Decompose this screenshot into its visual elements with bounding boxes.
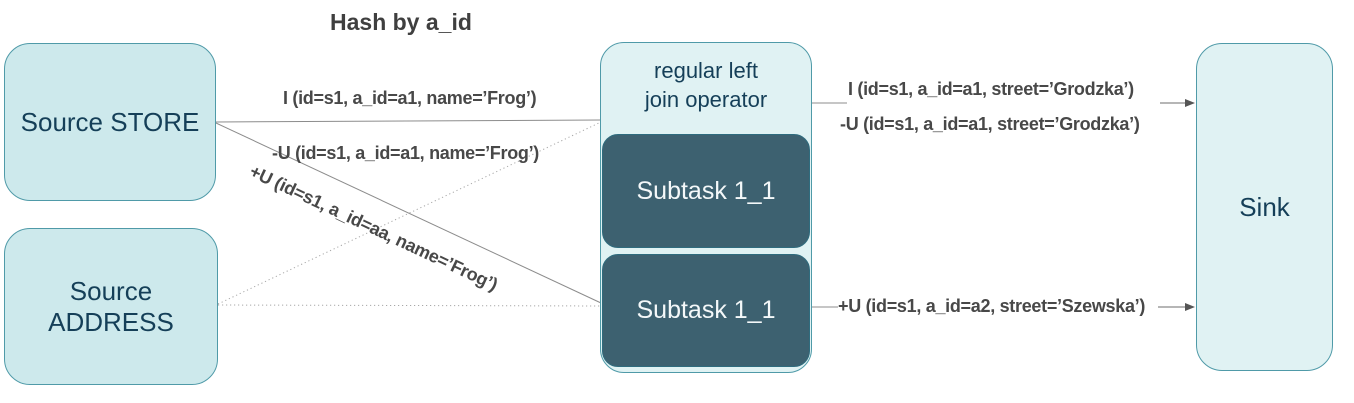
node-sink-label: Sink <box>1239 191 1290 222</box>
node-subtask-1: Subtask 1_1 <box>602 134 810 248</box>
edge-label-store-insert: I (id=s1, a_id=a1, name=’Frog’) <box>283 88 537 108</box>
node-source-store-label: Source STORE <box>20 106 200 137</box>
edge-label-output-update-after: +U (id=s1, a_id=a2, street=’Szewska’) <box>838 296 1146 317</box>
join-operator-title-line1: regular left <box>654 58 758 83</box>
diagram-title: Hash by a_id <box>330 9 472 35</box>
edge-store-to-subtask2 <box>215 122 602 304</box>
edge-address-to-subtask2 <box>217 304 602 307</box>
join-operator-title-line2: join operator <box>644 86 768 112</box>
edge-address-to-subtask1 <box>217 121 602 305</box>
edge-label-output-update-before: -U (id=s1, a_id=a1, street=’Grodzka’) <box>840 114 1140 135</box>
node-join-operator: regular left join operator Subtask 1_1 S… <box>600 42 812 373</box>
edge-store-to-subtask1 <box>215 119 602 123</box>
node-source-store: Source STORE <box>4 43 216 201</box>
arrowhead-icon <box>1185 99 1195 107</box>
arrowhead-icon <box>1185 303 1195 311</box>
join-operator-title: regular left join operator <box>601 57 811 114</box>
edge-label-output-insert: I (id=s1, a_id=a1, street=’Grodzka’) <box>848 79 1134 100</box>
node-sink: Sink <box>1196 43 1333 371</box>
node-subtask-2-label: Subtask 1_1 <box>636 296 776 324</box>
node-source-address: Source ADDRESS <box>4 228 218 385</box>
node-subtask-1-label: Subtask 1_1 <box>636 176 776 205</box>
node-source-address-label: Source ADDRESS <box>48 275 174 337</box>
node-subtask-2: Subtask 1_1 <box>602 254 810 367</box>
edge-label-store-update-before: -U (id=s1, a_id=a1, name=’Frog’) <box>272 143 539 163</box>
